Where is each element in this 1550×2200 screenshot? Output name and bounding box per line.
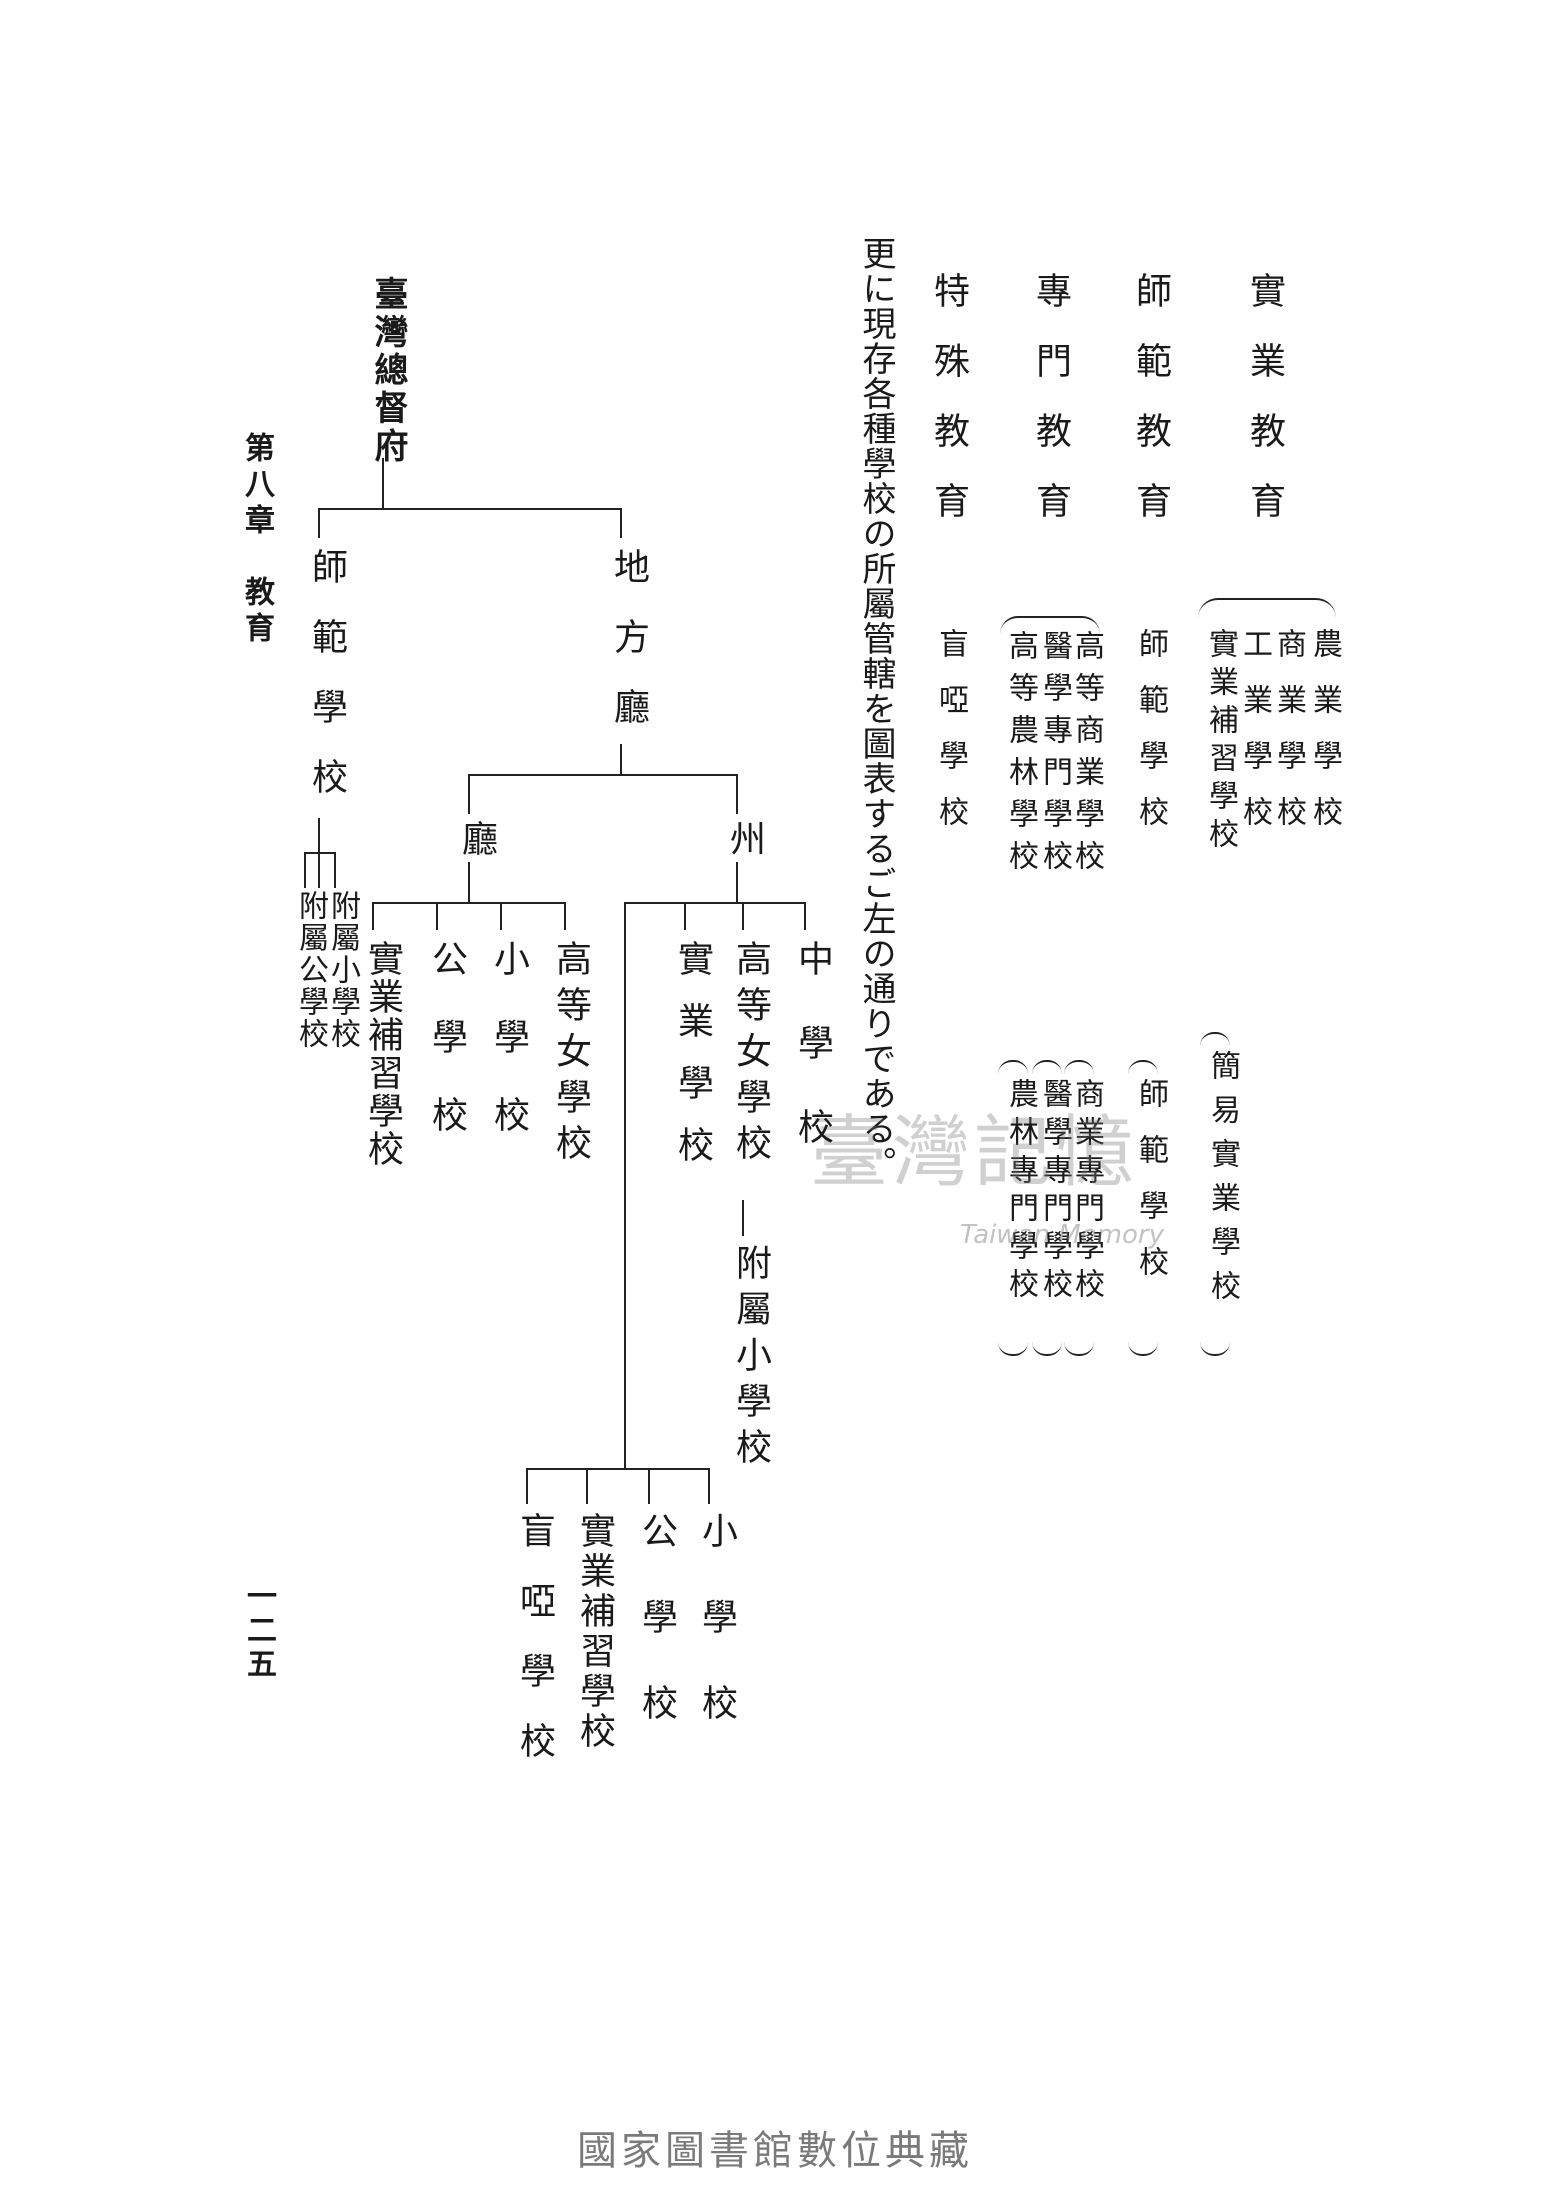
connector: [804, 902, 806, 930]
connector: [526, 1468, 710, 1470]
connector: [742, 902, 744, 930]
category-name: 專門教育: [1030, 272, 1071, 552]
tree-node: 附屬公學校: [293, 890, 328, 1050]
school-name: 實業補習學校: [1203, 628, 1238, 856]
connector: [500, 902, 502, 930]
footer-collection: 國家圖書館數位典藏: [577, 2128, 973, 2174]
school-name: 盲啞學校: [933, 628, 968, 852]
category-name: 師範教育: [1130, 272, 1171, 552]
tree-node: 高等女學校: [550, 940, 591, 1170]
school-name: 高等商業學校: [1069, 630, 1104, 882]
tree-node: 廳: [456, 820, 497, 856]
connector: [318, 508, 320, 538]
tree-node: 公學校: [636, 1512, 677, 1770]
tree-node: 地方廳: [608, 548, 649, 758]
school-name: 醫學專門學校: [1037, 630, 1072, 882]
tree-node: 高等女學校: [730, 940, 771, 1170]
connector: [564, 902, 566, 930]
school-name: 醫學專門學校: [1037, 1078, 1072, 1306]
connector: [372, 902, 374, 930]
paren: [998, 1060, 1028, 1356]
connector: [526, 1468, 528, 1504]
connector: [334, 852, 336, 888]
intro-sentence: 更に現存各種學校の所屬管轄を圖表するご左の通りである。: [856, 236, 896, 1181]
school-name: 師範學校: [1133, 1078, 1168, 1302]
tree-node: 盲啞學校: [514, 1512, 555, 1792]
paren: [1128, 1060, 1158, 1356]
school-name: 簡易實業學校: [1205, 1050, 1240, 1314]
connector: [468, 774, 738, 776]
connector: [382, 458, 384, 508]
connector: [648, 1468, 650, 1504]
school-name: 商業學校: [1271, 628, 1306, 852]
tree-node: 師範學校: [306, 548, 347, 828]
watermark: 臺灣記憶: [810, 1108, 1139, 1198]
tree-node: 中學校: [792, 940, 833, 1192]
tree-root: 臺灣總督府: [368, 276, 408, 466]
school-name: 商業專門學校: [1069, 1078, 1104, 1306]
connector: [624, 902, 626, 1468]
connector: [736, 774, 738, 814]
tree-node: 實業補習學校: [574, 1512, 615, 1752]
brace: [1198, 598, 1336, 618]
school-name: 工業學校: [1237, 628, 1272, 852]
tree-node: 小學校: [696, 1512, 737, 1770]
connector: [318, 508, 622, 510]
school-name: 農業學校: [1307, 628, 1342, 852]
connector: [372, 902, 566, 904]
paren: [1032, 1060, 1062, 1356]
paren: [1200, 1032, 1230, 1356]
connector: [468, 774, 470, 814]
watermark-en: Taiwan Memory: [960, 1220, 1164, 1250]
page-number: 一二五: [241, 1580, 276, 1682]
connector: [620, 744, 622, 774]
connector: [436, 902, 438, 930]
connector: [586, 1468, 588, 1504]
brace: [1000, 616, 1100, 634]
connector: [708, 1468, 710, 1504]
chapter-heading: 第八章 教育: [239, 432, 274, 648]
tree-node: 州: [724, 820, 765, 856]
connector: [684, 902, 686, 930]
tree-node: 小學校: [488, 940, 529, 1174]
connector: [304, 852, 336, 854]
connector: [468, 862, 470, 902]
connector: [742, 1200, 744, 1236]
tree-node: 公學校: [426, 940, 467, 1174]
paren: [1064, 1060, 1094, 1356]
tree-node: 附屬小學校: [325, 890, 360, 1050]
school-name: 農林專門學校: [1003, 1078, 1038, 1306]
category-name: 實業教育: [1244, 272, 1285, 552]
tree-node: 實業補習學校: [362, 940, 403, 1168]
connector: [624, 902, 806, 904]
school-name: 高等農林學校: [1003, 630, 1038, 882]
connector: [736, 862, 738, 902]
school-name: 師範學校: [1133, 628, 1168, 852]
tree-node: 實業學校: [672, 940, 713, 1188]
connector: [620, 508, 622, 538]
category-name: 特殊教育: [928, 272, 969, 552]
connector: [304, 852, 306, 888]
tree-node: 附屬小學校: [730, 1244, 771, 1474]
